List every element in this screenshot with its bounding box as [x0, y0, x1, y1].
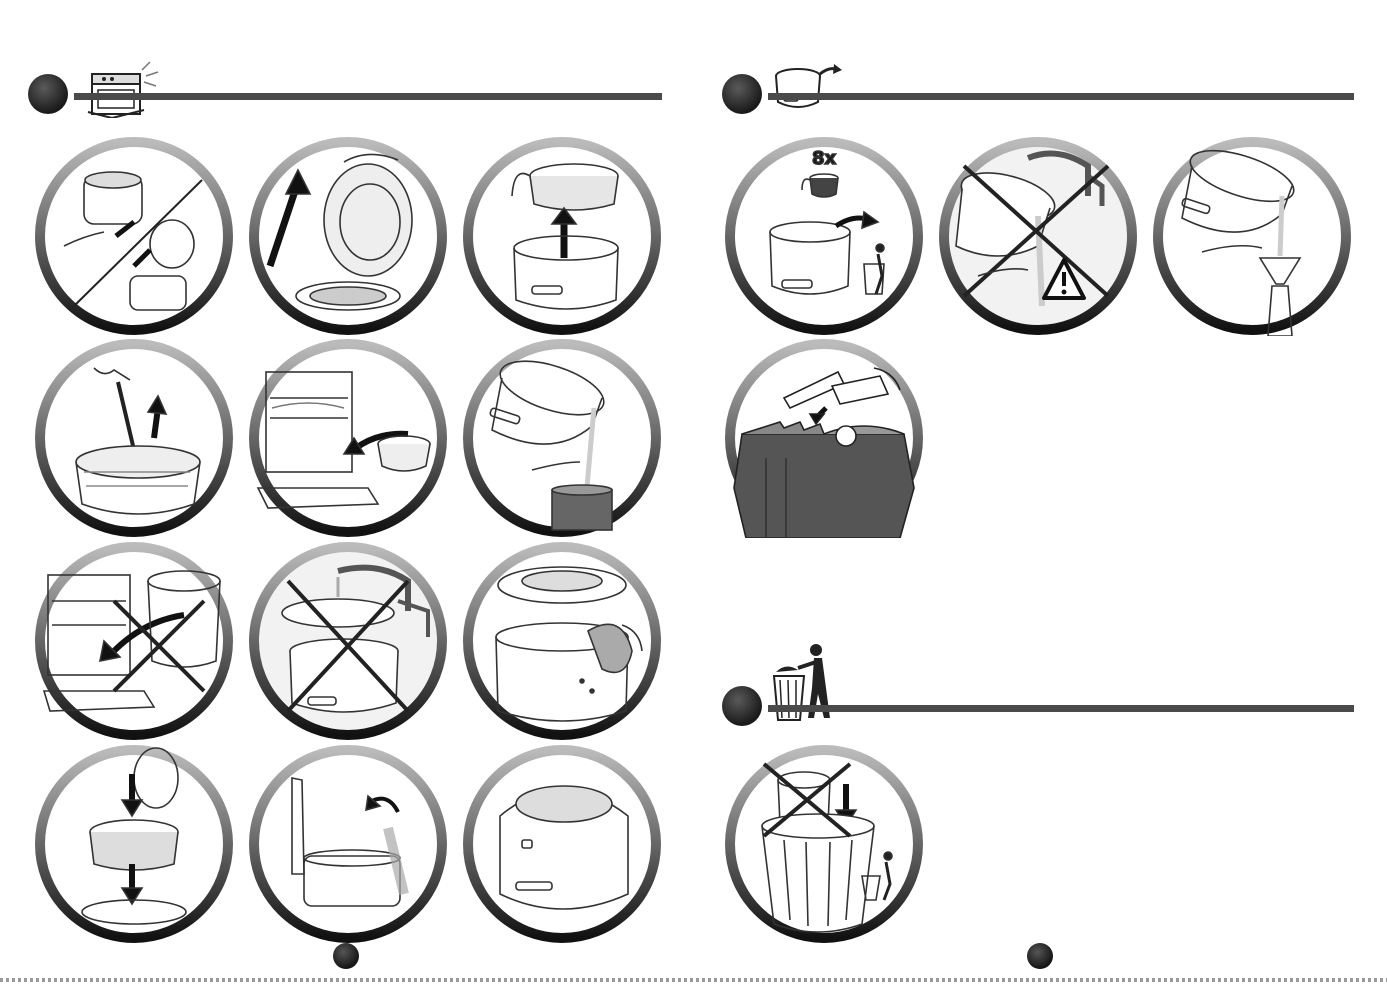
step-circle: [462, 744, 662, 944]
page-number-dot-right: [1027, 943, 1053, 969]
step-circle: [248, 136, 448, 336]
step-circle: [34, 136, 234, 336]
step-circle: [248, 338, 448, 538]
step-circle: [462, 338, 662, 538]
section-rule-cleaning: [74, 93, 662, 100]
section-rule-appliance-disposal: [768, 705, 1354, 712]
step-circle: [34, 744, 234, 944]
fryer-pour-icon: [770, 62, 846, 114]
step-circle: [462, 541, 662, 741]
dishwasher-icon: [84, 60, 160, 118]
step-circle: [34, 541, 234, 741]
step-circle: [248, 744, 448, 944]
section-bullet-appliance-disposal: [722, 686, 762, 726]
page-bottom-border: [0, 978, 1387, 982]
step-circle: [1152, 136, 1352, 336]
section-bullet-oil-disposal: [722, 74, 762, 114]
change-frequency-label: 8x: [812, 148, 837, 169]
step-circle: [248, 541, 448, 741]
section-rule-oil-disposal: [768, 93, 1354, 100]
step-circle: 8x: [724, 136, 924, 336]
step-circle: [462, 136, 662, 336]
page-number-dot-left: [333, 943, 359, 969]
step-circle: [724, 744, 924, 944]
step-circle: [724, 338, 924, 538]
step-circle: [938, 136, 1138, 336]
section-bullet-cleaning: [28, 74, 68, 114]
step-circle: [34, 338, 234, 538]
